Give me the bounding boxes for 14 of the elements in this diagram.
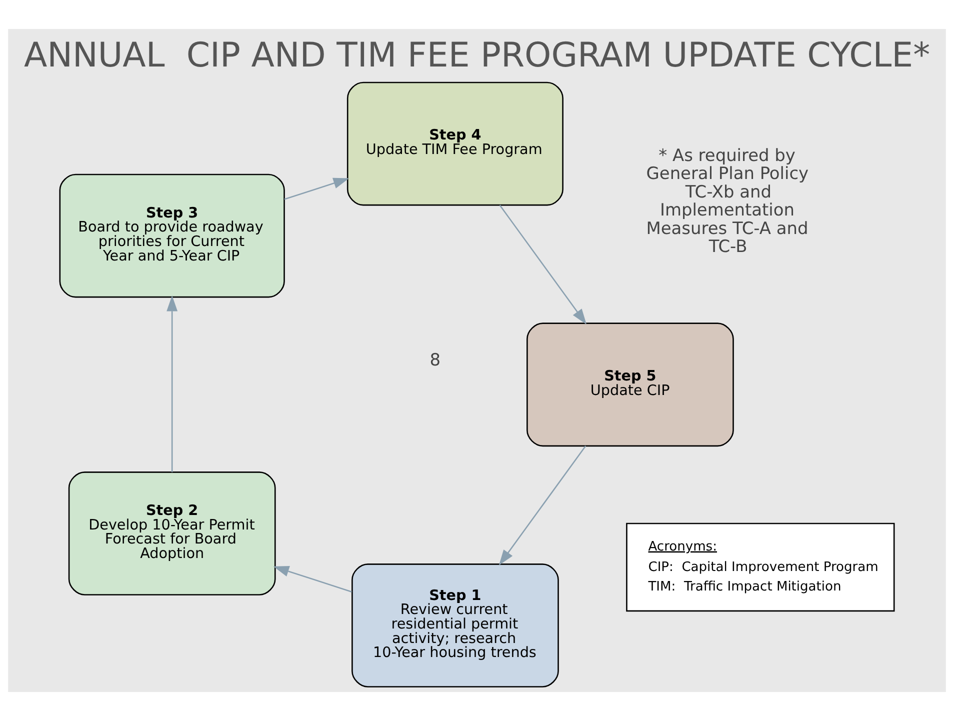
- arrow: [499, 204, 587, 325]
- arrow: [273, 566, 352, 592]
- node-box: Step 3 Board to provide roadway priorities for Current Year and 5-Year CIP: [59, 174, 285, 298]
- node-box: Step 1 Review current residential permit activity; research 10-Year housing trends: [352, 564, 559, 688]
- node-box: Step 4 Update TIM Fee Program: [346, 82, 564, 206]
- label: 8: [430, 350, 441, 370]
- arrow: [284, 178, 350, 200]
- diagram-title: ANNUAL CIP AND TIM FEE PROGRAM UPDATE CYCLE*: [24, 36, 930, 75]
- label: * As required by General Plan Policy TC-Xb and Implementation Measures TC-A and TC-B: [646, 144, 809, 256]
- node-box: Step 5 Update CIP: [526, 322, 734, 447]
- arrow: [166, 296, 178, 472]
- node-box: Step 2 Develop 10-Year Permit Forecast for Board Adoption: [68, 472, 276, 596]
- arrow: [498, 446, 586, 566]
- node-box: Acronyms: CIP: Capital Improvement Program TIM: Traffic Impact Mitigation: [626, 522, 895, 612]
